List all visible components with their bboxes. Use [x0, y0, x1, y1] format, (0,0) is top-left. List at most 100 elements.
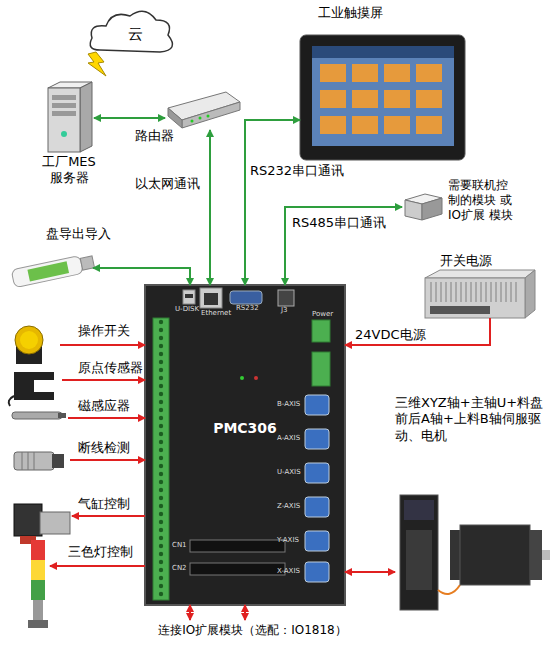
node-text: 工厂MES 服务器	[38, 154, 100, 187]
io-expansion-node: 连接IO扩展模块（选配：IO1818）	[140, 620, 365, 644]
controller-board-part	[312, 320, 330, 342]
magnetic-sensor-icon-part	[12, 412, 62, 419]
connector-arrow	[72, 515, 145, 517]
photo-sensor-icon-part	[14, 452, 54, 470]
power-supply-part	[425, 270, 535, 278]
solenoid-valve-icon-part	[14, 504, 42, 536]
server-icon-part	[80, 82, 92, 152]
node-text: PMC306	[205, 420, 285, 438]
photo-sensor-icon	[14, 452, 64, 470]
connector-arrow	[245, 120, 300, 285]
controller-board-part	[190, 563, 285, 575]
port-label: Z-AXIS	[277, 503, 300, 510]
controller-board-part	[240, 376, 244, 380]
photo-sensor-icon-part	[34, 452, 35, 470]
push-button-icon	[15, 326, 43, 364]
cloud-shape-part	[90, 11, 172, 52]
server-icon-part	[48, 88, 80, 152]
router-icon-part	[168, 108, 182, 128]
io-module-node: 需要联机控 制的模块 或 IO扩展 模块	[402, 192, 442, 222]
controller-board	[145, 285, 345, 605]
servo-drive-motor-part	[542, 550, 550, 560]
device-node: 原点传感器	[10, 368, 62, 400]
tower-light-icon-part	[31, 580, 45, 600]
controller-node: PMC306	[145, 285, 345, 605]
device-node: 操作开关	[10, 325, 60, 369]
servo-drive-motor-part	[400, 495, 438, 610]
controller-board-part	[145, 285, 345, 605]
touchscreen-node: 工业触摸屏	[300, 35, 465, 160]
controller-board-part	[305, 395, 329, 415]
node-text: 原点传感器	[78, 360, 153, 376]
solenoid-valve-icon	[14, 504, 70, 544]
power-supply-node: 开关电源	[425, 275, 525, 318]
port-label: X-AXIS	[277, 568, 300, 575]
connector-arrow	[62, 379, 145, 381]
node-text: 盘导出导入	[46, 226, 126, 242]
usb-stick-part	[11, 256, 83, 288]
router-icon-part	[191, 120, 194, 123]
cloud-node: 云	[100, 15, 170, 55]
edge-label: 以太网通讯	[135, 176, 207, 192]
tower-light-icon-part	[31, 540, 45, 560]
port-label: RS232	[236, 305, 259, 312]
server-icon-part	[61, 131, 67, 137]
server-icon	[48, 82, 92, 152]
node-text: 三色灯控制	[68, 544, 148, 560]
touchscreen-icon-part	[320, 64, 448, 142]
port-label: B-AXIS	[277, 401, 300, 408]
controller-board-part	[305, 497, 329, 517]
lightning-symbol	[88, 52, 106, 76]
controller-board-part	[185, 294, 193, 298]
port-label: Y-AXIS	[277, 537, 299, 544]
controller-board-part	[204, 293, 218, 305]
node-text: 开关电源	[440, 253, 510, 269]
device-node: 磁感应器	[10, 408, 68, 428]
photo-sensor-icon-part	[28, 452, 29, 470]
node-text: 工业触摸屏	[318, 5, 418, 21]
touchscreen-icon-part	[312, 46, 454, 146]
module-icon	[405, 194, 442, 220]
controller-board-part	[305, 531, 329, 551]
node-text: 需要联机控 制的模块 或 IO扩展 模块	[448, 178, 514, 223]
edge-label: 24VDC电源	[355, 327, 435, 343]
port-label: CN1	[172, 542, 187, 549]
cloud-shape	[90, 11, 172, 52]
touchscreen-icon-part	[300, 35, 465, 160]
photo-sensor-icon-part	[22, 452, 23, 470]
connector-arrow	[60, 344, 145, 346]
touchscreen-icon-part	[312, 46, 454, 58]
port-label: CN2	[172, 565, 187, 572]
node-text: 磁感应器	[78, 398, 153, 414]
device-node: 三色灯控制	[26, 538, 50, 630]
node-text: 操作开关	[78, 323, 153, 339]
port-label: Power	[312, 311, 333, 318]
controller-board-part	[153, 318, 169, 600]
fork-sensor-icon-part	[34, 380, 56, 392]
router-node: 路由器	[165, 88, 240, 130]
device-node: 气缸控制	[10, 500, 72, 548]
server-icon-part	[52, 111, 76, 116]
controller-board-part	[305, 429, 329, 449]
connector-arrow	[189, 605, 191, 620]
controller-board-part	[312, 352, 330, 386]
port-label: A-AXIS	[277, 435, 300, 442]
controller-board-part	[183, 290, 195, 304]
controller-board-part	[254, 376, 258, 380]
servo-drive-motor-part	[460, 525, 530, 585]
usb-stick-part	[80, 256, 94, 270]
connector-arrow	[345, 571, 395, 573]
server-icon-part	[52, 103, 76, 108]
usb-stick-part	[27, 261, 69, 281]
power-supply-part	[430, 282, 520, 302]
photo-sensor-icon-part	[52, 454, 64, 468]
magnetic-sensor-icon	[12, 412, 66, 419]
tower-light-icon-part	[28, 620, 48, 628]
server-icon-part	[52, 95, 76, 100]
controller-board-part	[305, 562, 329, 582]
device-node: 断线检测	[10, 450, 70, 475]
module-icon-part	[405, 200, 422, 220]
connector-arrow	[209, 130, 211, 285]
mes-server-node: 工厂MES 服务器	[42, 78, 94, 150]
